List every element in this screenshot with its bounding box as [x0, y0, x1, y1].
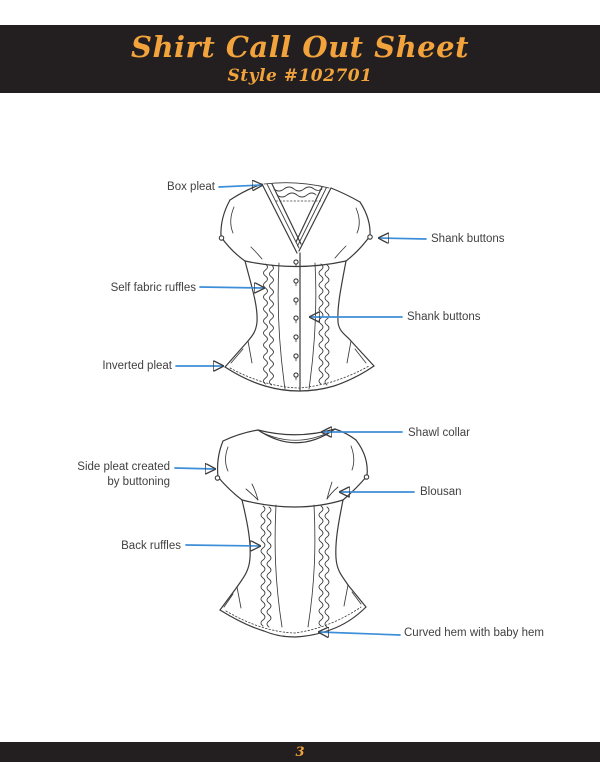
callout-shawl-collar: Shawl collar — [408, 427, 470, 439]
front-view-drawing — [218, 182, 375, 392]
page-title: Shirt Call Out Sheet — [131, 30, 469, 65]
callout-side-pleat: Side pleat created by buttoning — [77, 461, 170, 488]
callout-blousan: Blousan — [420, 486, 462, 498]
arrow-box-pleat — [218, 185, 262, 187]
footer-band: 3 — [0, 742, 600, 762]
callout-box-pleat: Box pleat — [167, 181, 215, 193]
shank-buttons — [293, 259, 299, 381]
callout-curved-hem: Curved hem with baby hem — [404, 627, 544, 639]
page-number: 3 — [295, 744, 305, 760]
arrow-self-fabric-ruffles — [199, 287, 264, 288]
style-number: Style #102701 — [227, 65, 373, 86]
callout-arrows — [174, 185, 427, 635]
back-view-drawing — [214, 428, 370, 638]
callout-shank-buttons-sleeve: Shank buttons — [431, 233, 505, 245]
callout-shank-buttons-placket: Shank buttons — [407, 311, 481, 323]
header-band: Shirt Call Out Sheet Style #102701 — [0, 25, 600, 93]
callout-inverted-pleat: Inverted pleat — [102, 360, 172, 372]
arrow-side-pleat — [174, 468, 215, 469]
arrow-shank-buttons-sleeve — [379, 238, 427, 239]
arrow-curved-hem — [319, 632, 401, 635]
callout-self-fabric-ruffles: Self fabric ruffles — [110, 282, 196, 294]
callout-back-ruffles: Back ruffles — [121, 540, 181, 552]
arrow-back-ruffles — [185, 545, 260, 546]
